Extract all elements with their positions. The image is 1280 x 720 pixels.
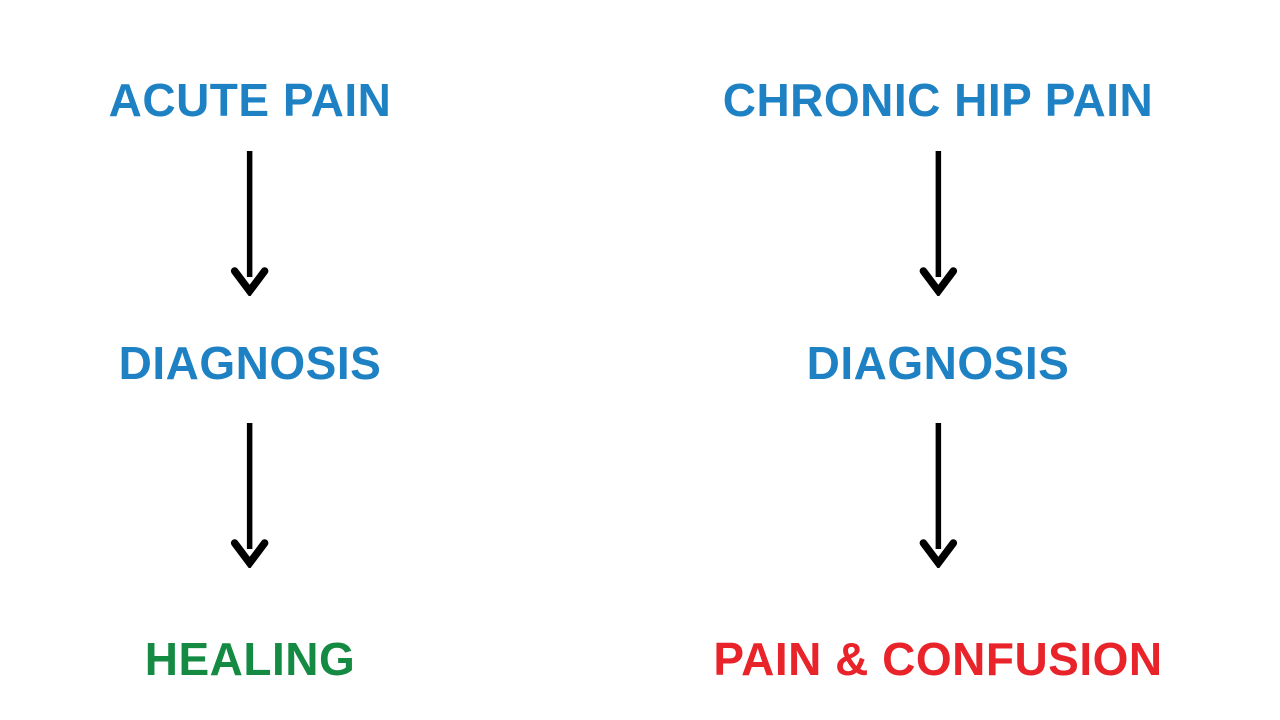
down-arrow-icon [231, 151, 269, 296]
step-diagnosis-right: DIAGNOSIS [806, 337, 1070, 389]
step-diagnosis-left: DIAGNOSIS [118, 337, 382, 389]
step-chronic-hip-pain: CHRONIC HIP PAIN [722, 74, 1154, 126]
step-pain-and-confusion: PAIN & CONFUSION [713, 633, 1163, 685]
flow-acute-pain: ACUTE PAIN DIAGNOSIS HEALING [109, 0, 392, 682]
down-arrow-icon [919, 423, 957, 568]
flow-chronic-hip-pain: CHRONIC HIP PAIN DIAGNOSIS PAIN & CONFUS… [713, 0, 1162, 682]
down-arrow-icon [231, 423, 269, 568]
step-healing: HEALING [144, 633, 356, 685]
step-acute-pain: ACUTE PAIN [108, 74, 392, 126]
down-arrow-icon [919, 151, 957, 296]
